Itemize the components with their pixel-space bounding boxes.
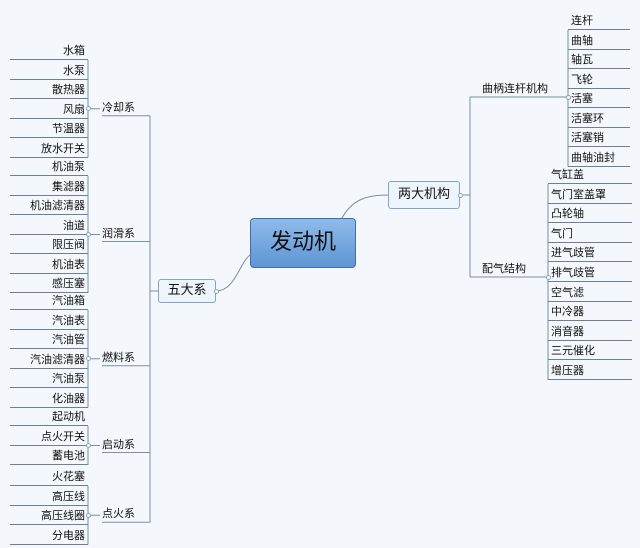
left-leaf-item[interactable]: 风扇: [10, 101, 88, 119]
left-leaf-item[interactable]: 水泵: [10, 62, 88, 80]
root-node[interactable]: 发动机: [250, 218, 356, 268]
right-leaf-item[interactable]: 空气滤: [548, 284, 632, 302]
right-leaf-item[interactable]: 曲轴: [568, 32, 630, 50]
left-leaf-item[interactable]: 散热器: [10, 81, 88, 99]
right-leaf-item[interactable]: 凸轮轴: [548, 205, 632, 224]
right-leaf-item[interactable]: 增压器: [548, 362, 632, 380]
right-leaf-item[interactable]: 气缸盖: [548, 166, 632, 184]
right-leaf-item[interactable]: 消音器: [548, 323, 632, 341]
branch-connector-dot: [85, 356, 91, 362]
right-leaf-item[interactable]: 连杆: [568, 12, 630, 30]
left-leaf-item[interactable]: 汽油滤清器: [10, 351, 88, 369]
left-main-node[interactable]: 五大系: [158, 279, 216, 303]
right-leaf-item[interactable]: 进气歧管: [548, 244, 632, 263]
left-branch-label[interactable]: 点火系: [102, 507, 135, 521]
left-branch-label[interactable]: 燃料系: [102, 350, 135, 364]
branch-connector-dot: [545, 274, 551, 280]
branch-connector-dot: [85, 232, 91, 237]
left-leaf-item[interactable]: 机油表: [10, 256, 88, 274]
left-leaf-item[interactable]: 汽油表: [10, 312, 88, 330]
left-leaf-item[interactable]: 汽油箱: [10, 292, 88, 310]
left-leaf-item[interactable]: 化油器: [10, 390, 88, 408]
right-leaf-item[interactable]: 活塞: [568, 90, 630, 108]
main-connector-dot: [213, 288, 219, 294]
left-leaf-item[interactable]: 高压线: [10, 488, 88, 506]
left-leaf-item[interactable]: 油道: [10, 217, 88, 235]
left-leaf-item[interactable]: 汽油泵: [10, 370, 88, 388]
right-leaf-item[interactable]: 飞轮: [568, 71, 630, 89]
right-leaf-item[interactable]: 活塞销: [568, 129, 630, 147]
branch-connector-dot: [85, 443, 91, 448]
right-branch-label[interactable]: 配气结构: [482, 262, 526, 275]
left-leaf-item[interactable]: 放水开关: [10, 140, 88, 158]
branch-connector-dot: [565, 94, 571, 100]
left-leaf-item[interactable]: 节温器: [10, 120, 88, 138]
right-main-node[interactable]: 两大机构: [388, 181, 460, 209]
left-branch-label[interactable]: 启动系: [102, 437, 135, 451]
right-branch-label[interactable]: 曲柄连杆机构: [482, 82, 548, 95]
right-leaf-item[interactable]: 气门室盖罩: [548, 186, 632, 204]
left-leaf-item[interactable]: 水箱: [10, 42, 88, 60]
branch-connector-dot: [85, 106, 91, 112]
right-leaf-item[interactable]: 排气歧管: [548, 264, 632, 282]
left-leaf-item[interactable]: 分电器: [10, 527, 88, 545]
left-leaf-item[interactable]: 限压阀: [10, 236, 88, 254]
left-leaf-item[interactable]: 机油泵: [10, 158, 88, 176]
right-leaf-item[interactable]: 气门: [548, 225, 632, 243]
left-leaf-item[interactable]: 火花塞: [10, 468, 88, 486]
right-leaf-item[interactable]: 曲轴油封: [568, 149, 630, 167]
right-leaf-item[interactable]: 中冷器: [548, 303, 632, 322]
left-branch-label[interactable]: 冷却系: [102, 100, 135, 114]
left-branch-label[interactable]: 润滑系: [102, 226, 135, 240]
left-leaf-item[interactable]: 集滤器: [10, 178, 88, 196]
left-leaf-item[interactable]: 点火开关: [10, 428, 88, 446]
right-leaf-item[interactable]: 轴瓦: [568, 51, 630, 69]
left-leaf-item[interactable]: 感压塞: [10, 275, 88, 293]
left-leaf-item[interactable]: 机油滤清器: [10, 197, 88, 215]
left-leaf-item[interactable]: 起动机: [10, 408, 88, 426]
right-leaf-item[interactable]: 活塞环: [568, 110, 630, 128]
left-leaf-item[interactable]: 蓄电池: [10, 447, 88, 465]
main-connector-dot: [457, 192, 463, 198]
right-leaf-item[interactable]: 三元催化: [548, 342, 632, 361]
left-leaf-item[interactable]: 汽油管: [10, 331, 88, 349]
left-leaf-item[interactable]: 高压线圈: [10, 507, 88, 525]
branch-connector-dot: [85, 512, 91, 518]
